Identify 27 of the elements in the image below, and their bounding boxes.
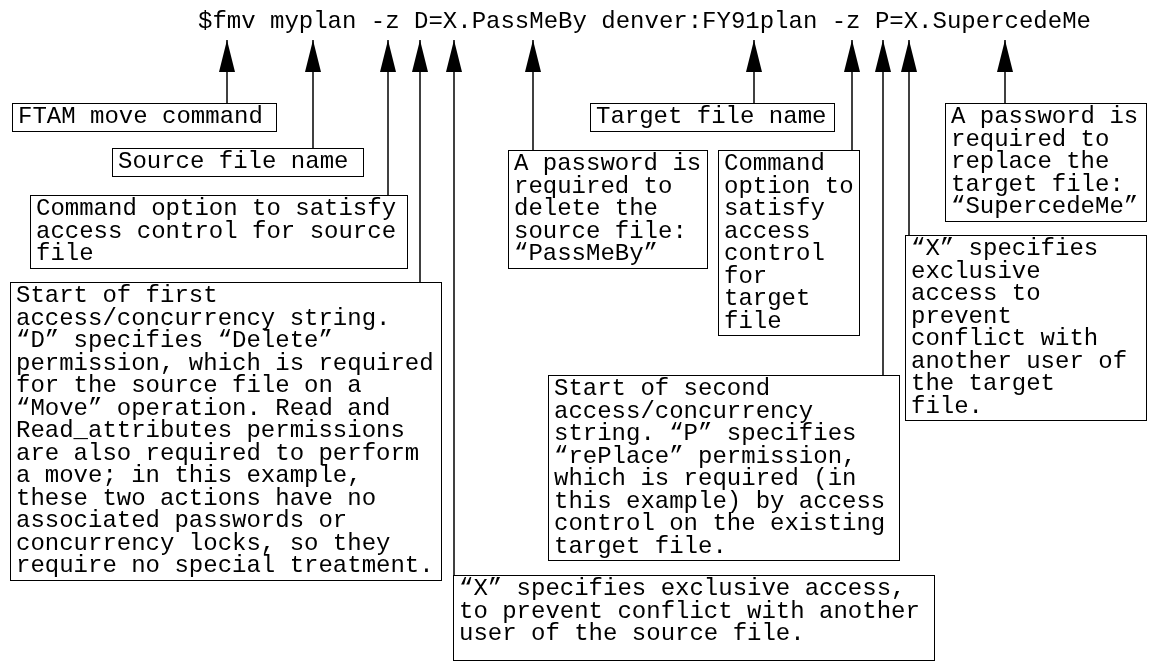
arrow xyxy=(305,39,321,149)
callout-text: Command option to satisfy access control for target file xyxy=(724,153,854,333)
callout-text: Start of second access/concurrency string. “P” specifies “rePlace” permission, which is required (in this example) by access control on the existing target file. xyxy=(554,378,887,558)
callout-box xyxy=(12,103,277,132)
command-line-text: $fmv myplan -z D=X.PassMeBy denver:FY91plan -z P=X.SupercedeMe xyxy=(198,8,1091,36)
arrow xyxy=(412,39,428,283)
callout-text: A password is required to replace the target file: “SupercedeMe” xyxy=(951,106,1140,219)
arrow xyxy=(380,39,396,196)
callout-text: Source file name xyxy=(118,151,350,174)
callout-text: A password is required to delete the source file: “PassMeBy” xyxy=(514,153,702,266)
callout-text: Target file name xyxy=(596,106,828,129)
arrow xyxy=(844,39,860,151)
callout-box xyxy=(590,103,835,132)
arrow xyxy=(746,39,762,104)
arrow xyxy=(219,39,235,104)
callout-text: “X” specifies exclusive access to prevent conflict with another user of the target file. xyxy=(911,238,1129,418)
arrow xyxy=(446,39,462,576)
callout-text: Start of first access/concurrency string. “D” specifies “Delete” permission, which is required for the source file on a “Move” operation. Read and Read_attributes permissions are also required to perform a move; in this example, these two actions have no associated passwords or concurrency locks, so they require no special treatment. xyxy=(16,285,435,578)
arrow xyxy=(875,39,891,376)
callout-box xyxy=(112,148,364,177)
arrow xyxy=(525,39,541,151)
callout-box xyxy=(453,575,935,661)
arrow xyxy=(901,39,917,236)
arrow xyxy=(997,39,1013,104)
callout-text: FTAM move command xyxy=(18,106,264,129)
callout-text: Command option to satisfy access control for source file xyxy=(36,198,398,266)
callout-text: “X” specifies exclusive access, to prevent conflict with another user of the source file. xyxy=(459,578,921,646)
